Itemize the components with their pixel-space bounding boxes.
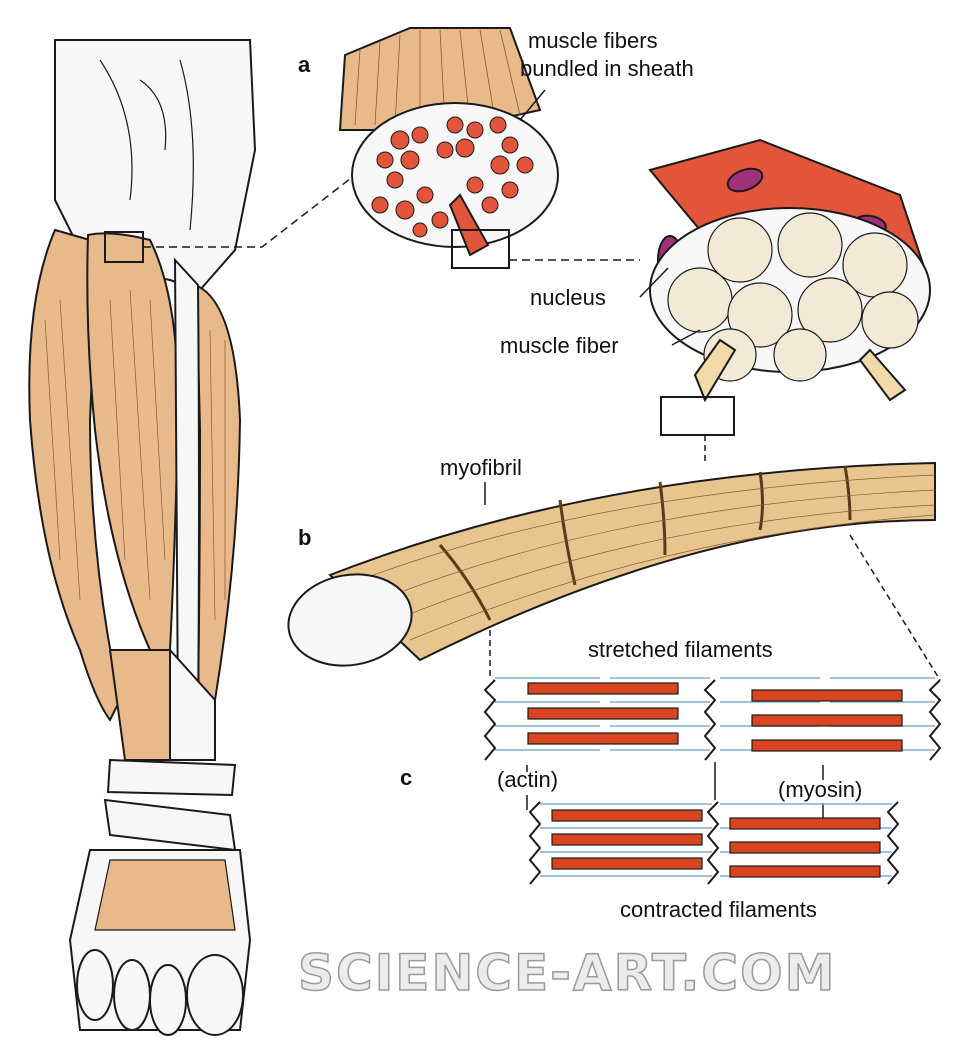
toe xyxy=(76,949,114,1021)
leader-nucleus xyxy=(639,267,669,298)
contracted-sarcomeres xyxy=(528,801,900,885)
leader-muscle-fibers xyxy=(519,89,546,121)
connector-leg-to-a xyxy=(143,174,356,248)
panel-b-label: b xyxy=(298,525,311,550)
label-muscle-fibers-line1: muscle fibers xyxy=(528,28,658,53)
myofibril-end-face xyxy=(287,573,413,667)
myosin-filament xyxy=(527,682,679,695)
toe xyxy=(149,964,187,1036)
myosin-filament xyxy=(729,841,881,854)
ankle-band xyxy=(106,758,237,797)
myosin-filament xyxy=(751,689,903,702)
toe xyxy=(186,954,244,1036)
myofibril-strand-left xyxy=(693,338,737,403)
z-line xyxy=(483,679,497,761)
toe xyxy=(113,959,151,1031)
z-line xyxy=(703,679,717,761)
myosin-filament xyxy=(729,865,881,878)
label-muscle-fiber: muscle fiber xyxy=(500,333,619,358)
panel-a-label: a xyxy=(298,52,311,77)
fiber-callout-box xyxy=(660,396,735,436)
myofibril-illustration xyxy=(287,461,936,667)
calf-muscle-inner xyxy=(193,283,242,701)
label-stretched-filaments: stretched filaments xyxy=(588,637,773,662)
tibialis-muscle xyxy=(86,232,180,651)
label-myosin: (myosin) xyxy=(778,777,862,802)
muscle-body-tube xyxy=(338,27,542,131)
z-line xyxy=(528,801,542,885)
label-myofibril: myofibril xyxy=(440,455,522,480)
watermark: SCIENCE-ART.COM xyxy=(298,944,836,1002)
myosin-filament xyxy=(527,707,679,720)
lower-leg-tendons xyxy=(108,649,171,761)
connector-b-to-c-right xyxy=(849,534,941,681)
panel-c-label: c xyxy=(400,765,412,790)
nucleus-top-1 xyxy=(726,167,764,193)
tibia-strip xyxy=(173,257,200,721)
myosin-filament xyxy=(751,739,903,752)
myofibril-bands xyxy=(438,465,852,621)
myosin-filament xyxy=(527,732,679,745)
myofibril-strand-right xyxy=(858,348,907,402)
leader-muscle-fiber xyxy=(671,329,701,346)
myofibril-body xyxy=(328,461,936,662)
stretched-sarcomeres xyxy=(483,677,942,761)
label-nucleus: nucleus xyxy=(530,285,606,310)
label-muscle-fibers-line2: bundled in sheath xyxy=(520,56,694,81)
z-line xyxy=(706,801,720,885)
z-line xyxy=(886,801,900,885)
fascicles xyxy=(371,116,534,238)
myosin-filament xyxy=(729,817,881,830)
muscle-cross-section xyxy=(338,27,559,257)
label-contracted-filaments: contracted filaments xyxy=(620,897,817,922)
myosin-filament xyxy=(551,833,703,846)
myosin-filament xyxy=(551,809,703,822)
myosin-filament xyxy=(751,714,903,727)
cross-section-callout-box xyxy=(451,229,510,269)
protruding-fiber xyxy=(448,193,490,257)
leg-illustration xyxy=(28,39,257,1036)
myosin-filament xyxy=(551,857,703,870)
muscle-fiber-bundle xyxy=(648,138,931,403)
z-line xyxy=(928,679,942,761)
